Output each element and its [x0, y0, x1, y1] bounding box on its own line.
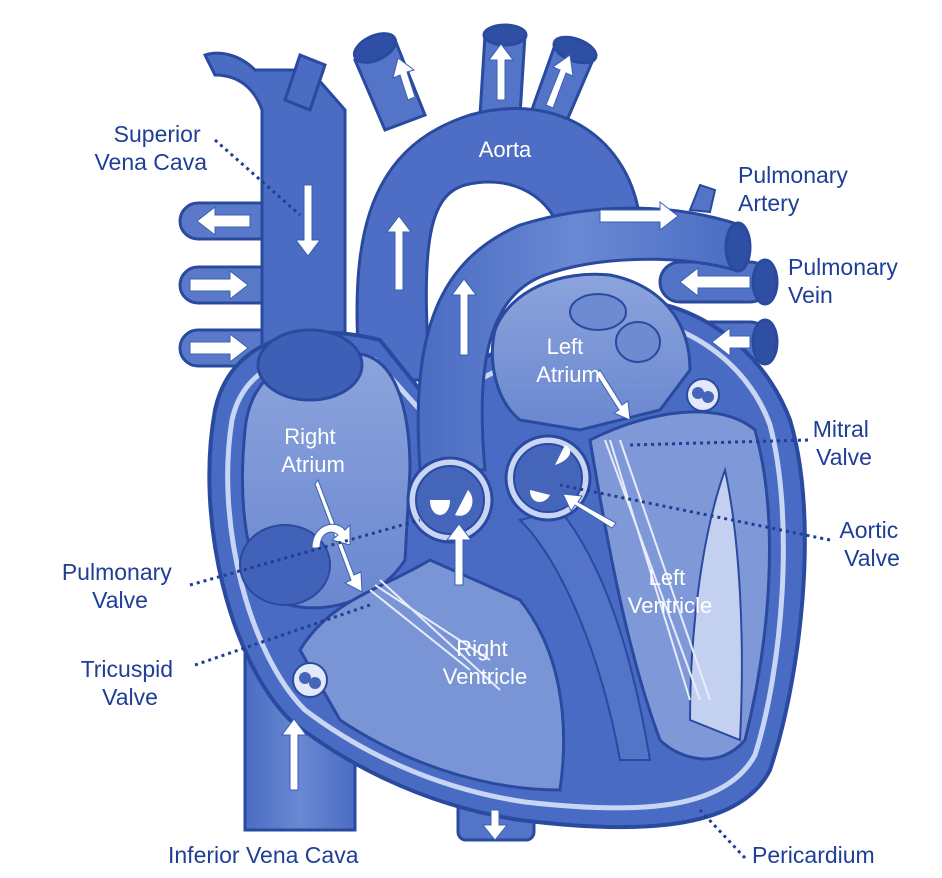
arrow-right-v3: [189, 332, 249, 364]
leader-lines: [189, 138, 831, 860]
arrow-up-branch1: [392, 57, 416, 101]
label-left-atrium: Left Atrium: [536, 334, 600, 387]
aorta-arch: [355, 107, 642, 382]
label-superior-vena-cava: Superior Vena Cava: [94, 121, 207, 175]
arrow-up-branch3: [545, 54, 574, 109]
septum: [518, 508, 652, 761]
arrow-up-aorta: [386, 215, 412, 291]
label-aortic-valve: Aortic Valve: [839, 517, 904, 571]
left-atrium-chamber: [490, 272, 692, 432]
pulmonary-valve-shape: [406, 456, 494, 544]
aortic-valve-shape: [504, 434, 592, 522]
arrow-lv-aortic: [562, 493, 617, 529]
label-pulmonary-vein: Pulmonary Vein: [788, 254, 904, 308]
label-tricuspid-valve: Tricuspid Valve: [81, 656, 180, 710]
arrow-up-rv: [446, 523, 472, 586]
valves: [292, 293, 720, 698]
arrow-up-ivc: [281, 718, 307, 791]
heart-body: [207, 272, 807, 830]
label-aorta: Aorta: [479, 137, 532, 162]
label-mitral-valve: Mitral Valve: [813, 416, 876, 470]
label-pulmonary-valve: Pulmonary Valve: [62, 559, 178, 613]
arrow-right-pa: [599, 200, 679, 232]
arrow-up-pa: [451, 278, 477, 356]
arrow-left-v1: [196, 205, 251, 237]
label-right-atrium: Right Atrium: [281, 424, 345, 477]
arrow-left-pv2: [711, 326, 751, 358]
tricuspid-valve-shape: [292, 662, 328, 698]
flow-arrows: [189, 43, 751, 841]
label-inferior-vena-cava: Inferior Vena Cava: [168, 842, 359, 868]
labels: Superior Vena Cava Aorta Pulmonary Arter…: [62, 121, 904, 868]
mitral-valve-shape: [686, 378, 720, 412]
label-left-ventricle: Left Ventricle: [628, 565, 712, 618]
arrow-la-mitral: [595, 369, 631, 421]
label-pericardium: Pericardium: [752, 842, 875, 868]
arrow-down-svc: [295, 184, 321, 257]
pulmonary-artery-trunk: [416, 183, 752, 472]
arrow-left-pv1: [679, 266, 751, 298]
superior-vena-cava: [202, 51, 347, 402]
label-pulmonary-artery: Pulmonary Artery: [738, 162, 854, 216]
arrow-up-branch2: [488, 43, 514, 101]
arrow-right-v2: [189, 269, 249, 301]
label-right-ventricle: Right Ventricle: [443, 636, 527, 689]
arrow-down-aorta: [481, 809, 509, 841]
